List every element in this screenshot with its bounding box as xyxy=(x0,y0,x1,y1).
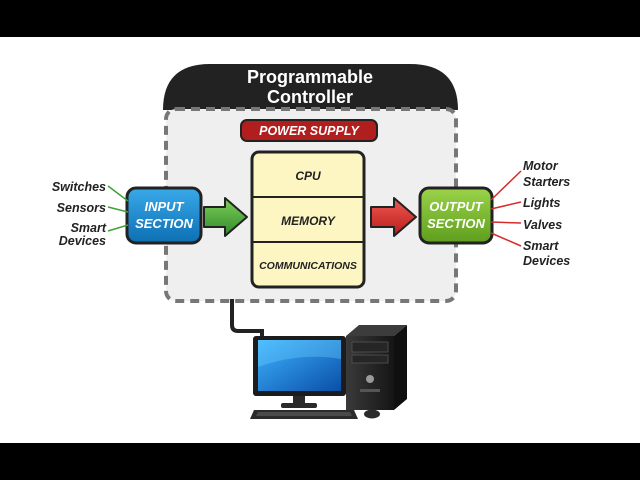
computer-illustration xyxy=(250,325,407,419)
input-device-switches: Switches xyxy=(52,180,106,194)
plc-diagram: Programmable Controller POWER SUPPLY CPU… xyxy=(52,64,570,419)
memory-label: MEMORY xyxy=(281,214,336,228)
cpu-box: CPU MEMORY COMMUNICATIONS xyxy=(250,150,366,289)
cpu-label: CPU xyxy=(295,169,321,183)
output-connector-lines xyxy=(490,170,522,247)
output-device-motor-line2: Starters xyxy=(523,175,570,189)
input-section-line2: SECTION xyxy=(135,216,193,231)
input-connector-lines xyxy=(107,185,129,232)
output-device-smart-line1: Smart xyxy=(523,239,559,253)
controller-header-shape xyxy=(163,64,458,110)
input-to-cpu-arrow xyxy=(203,197,248,237)
input-device-sensors: Sensors xyxy=(57,201,106,215)
mouse xyxy=(364,409,380,419)
output-device-smart-line2: Devices xyxy=(523,254,570,268)
output-section-line1: OUTPUT xyxy=(429,199,484,214)
input-device-smart-line1: Smart xyxy=(71,221,107,235)
output-device-valves: Valves xyxy=(523,218,562,232)
power-supply-tab: POWER SUPPLY xyxy=(240,119,378,142)
input-section-box: INPUT SECTION xyxy=(125,186,203,245)
input-devices: Switches Sensors Smart Devices xyxy=(52,180,107,248)
cpu-to-output-arrow xyxy=(370,197,417,237)
power-supply-label: POWER SUPPLY xyxy=(259,124,360,138)
diagram-canvas: Programmable Controller POWER SUPPLY CPU… xyxy=(0,37,640,443)
communications-label: COMMUNICATIONS xyxy=(259,260,357,272)
input-device-smart-line2: Devices xyxy=(59,234,106,248)
monitor xyxy=(253,336,346,408)
controller-title-line1: Programmable xyxy=(247,67,373,87)
keyboard xyxy=(250,410,358,419)
output-section-line2: SECTION xyxy=(427,216,485,231)
output-device-motor-line1: Motor xyxy=(523,159,559,173)
output-device-lights: Lights xyxy=(523,196,561,210)
controller-title-line2: Controller xyxy=(267,87,353,107)
output-devices: Motor Starters Lights Valves Smart Devic… xyxy=(523,159,570,268)
controller-cable xyxy=(230,299,264,337)
tower xyxy=(346,325,407,410)
output-section-box: OUTPUT SECTION xyxy=(418,186,494,245)
input-section-line1: INPUT xyxy=(145,199,185,214)
